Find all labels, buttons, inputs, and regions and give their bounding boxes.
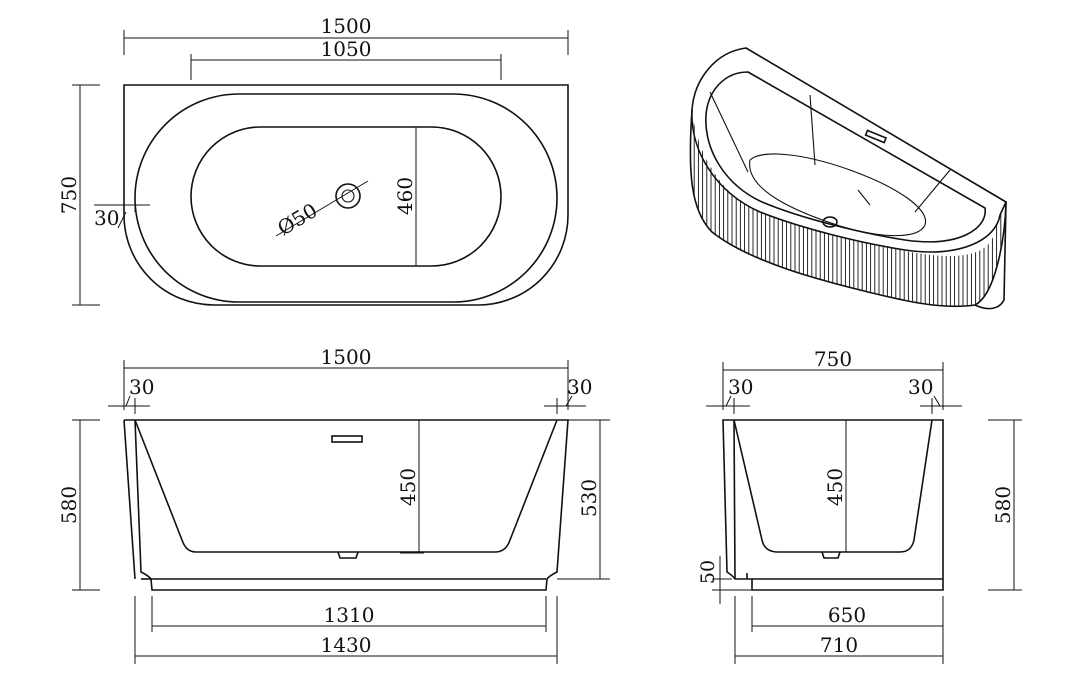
iso-edge	[709, 91, 749, 173]
iso-drain	[822, 216, 838, 228]
iso-rim-outer	[691, 47, 1008, 253]
iso-edge	[857, 189, 871, 206]
plinth-width-label: 650	[828, 603, 866, 627]
front-length-label: 1500	[321, 345, 372, 369]
front-height-label: 580	[57, 486, 81, 524]
rim-inner-edge	[134, 93, 558, 303]
top-length-label: 1500	[321, 14, 372, 38]
leader	[565, 395, 573, 407]
side-drain	[821, 551, 841, 559]
side-basin-profile	[733, 419, 933, 553]
plinth-height-label: 50	[697, 560, 719, 584]
drain-outer-ring	[335, 183, 361, 209]
leader	[933, 395, 941, 407]
side-inner-edge	[733, 419, 736, 580]
side-view: 750 30 30 450 580 50 650 710	[697, 347, 1022, 664]
front-left-edge	[123, 419, 136, 580]
front-depth-label: 450	[396, 468, 420, 506]
top-width-label: 750	[57, 176, 81, 214]
base-width-label: 710	[820, 633, 858, 657]
top-view: Ø50 1500 1050 750 30 460	[57, 14, 569, 306]
front-body-height-label: 530	[577, 479, 601, 517]
rim-leader	[117, 211, 127, 229]
front-drain	[337, 551, 359, 559]
side-height-label: 580	[991, 486, 1015, 524]
plinth-length-label: 1310	[324, 603, 375, 627]
front-overflow	[331, 435, 363, 443]
front-rim-right-label: 30	[567, 375, 592, 399]
iso-edge	[914, 169, 951, 213]
iso-rim-inner	[705, 71, 986, 243]
side-rim-left-label: 30	[728, 375, 753, 399]
inner-length-label: 1050	[321, 37, 372, 61]
iso-basin-floor	[749, 153, 927, 237]
basin-outline	[190, 126, 502, 267]
front-view: 1500 30 30 580 450 530 1310 1430	[57, 345, 610, 664]
top-rim-label: 30	[94, 206, 119, 230]
leader	[725, 395, 732, 407]
side-body-outline	[722, 419, 944, 591]
drain-leader-line	[275, 180, 369, 237]
iso-body-edge	[974, 201, 1007, 310]
leader	[125, 395, 131, 407]
iso-edge	[809, 94, 816, 166]
side-width-label: 750	[814, 347, 852, 371]
isometric-view	[689, 47, 1008, 310]
drain-diameter-label: Ø50	[273, 198, 321, 240]
base-length-label: 1430	[321, 633, 372, 657]
side-rim-right-label: 30	[908, 375, 933, 399]
front-basin-profile	[134, 419, 558, 553]
front-body-outline	[124, 419, 569, 591]
inner-width-label: 460	[393, 177, 417, 215]
iso-overflow	[864, 129, 888, 144]
side-depth-label: 450	[823, 468, 847, 506]
tub-outline-top	[123, 84, 569, 306]
front-rim-left-label: 30	[129, 375, 154, 399]
